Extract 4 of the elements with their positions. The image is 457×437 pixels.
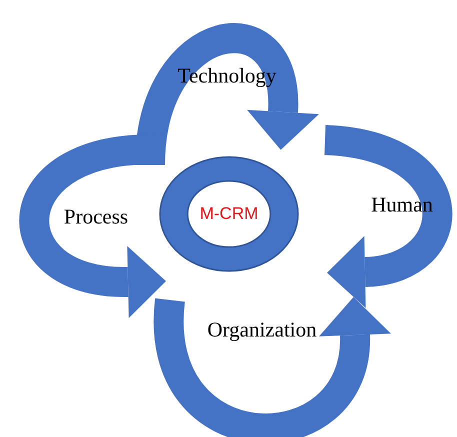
aspect-label: Process xyxy=(64,204,128,230)
ring-shape xyxy=(158,155,300,273)
node-label: M-CRM xyxy=(200,204,258,224)
aspect-label: Organization xyxy=(207,318,317,342)
